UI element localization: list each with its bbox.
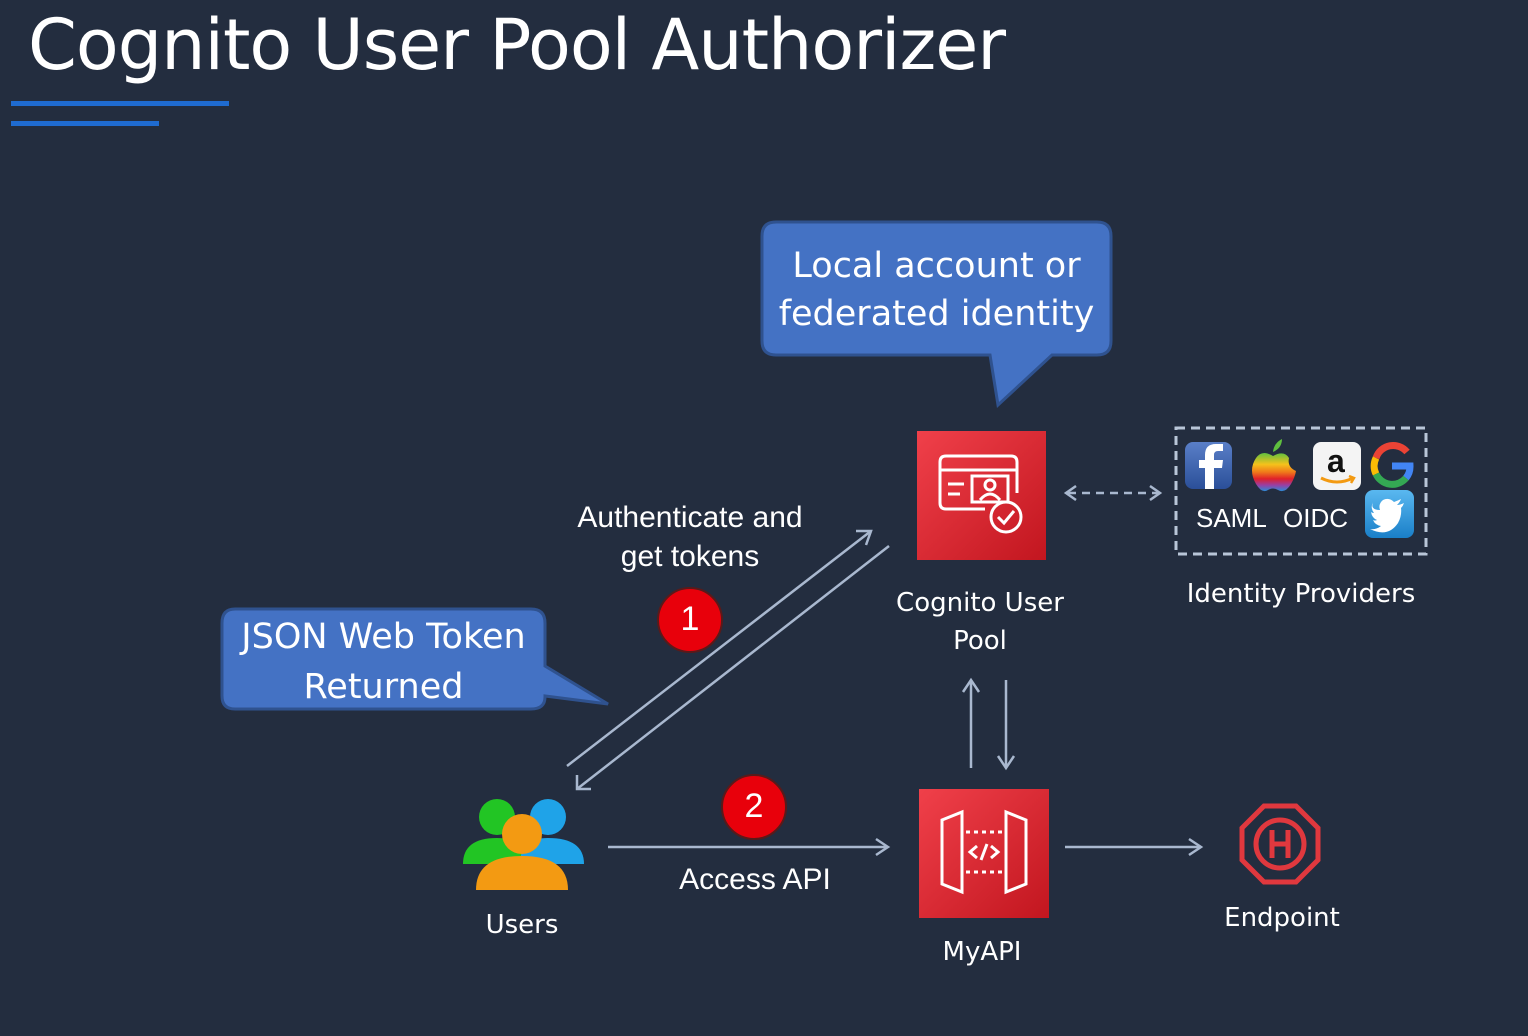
amazon-glyph: a	[1327, 443, 1345, 479]
page-title: Cognito User Pool Authorizer	[28, 4, 1006, 86]
amazon-icon	[1313, 442, 1361, 490]
oidc-label: OIDC	[1283, 503, 1348, 533]
access-api-label: Access API	[679, 863, 831, 896]
auth-arrow	[566, 530, 872, 767]
cognito-label-line-1: Cognito User	[896, 588, 1064, 618]
jwt-callout-line-2: Returned	[303, 667, 464, 707]
api-gateway-icon	[919, 789, 1049, 918]
users-label: Users	[485, 910, 559, 940]
idp-arrow-head-left	[1063, 484, 1077, 502]
endpoint-arrow-head	[1188, 837, 1204, 857]
cognito-label: Cognito User Pool	[870, 584, 1090, 660]
auth-arrow-head	[856, 529, 873, 546]
facebook-icon	[1185, 442, 1232, 489]
api-to-cognito-head	[961, 677, 981, 693]
step-1-label: 1	[680, 600, 700, 638]
step-2-badge	[721, 774, 787, 840]
endpoint-label: Endpoint	[1224, 903, 1340, 933]
users-icon	[463, 799, 584, 890]
saml-label: SAML	[1196, 503, 1267, 533]
identity-providers-label: Identity Providers	[1186, 579, 1416, 609]
title-underline-short	[11, 121, 159, 126]
title-underline	[11, 101, 229, 106]
authenticate-line-1: Authenticate and	[577, 501, 803, 534]
identity-providers-box	[1174, 426, 1428, 556]
jwt-callout	[220, 607, 609, 711]
twitter-icon	[1365, 490, 1414, 538]
token-arrow	[576, 545, 890, 790]
local-account-callout	[760, 220, 1113, 409]
token-arrow-head	[575, 775, 591, 791]
flow-arrows	[566, 484, 1204, 857]
access-api-head	[875, 837, 891, 857]
jwt-callout-line-1: JSON Web Token	[241, 617, 526, 657]
step-2-label: 2	[744, 787, 764, 825]
myapi-label: MyAPI	[942, 937, 1022, 967]
endpoint-icon	[1239, 803, 1321, 885]
local-account-callout-text: Local account or federated identity	[762, 242, 1111, 338]
cognito-to-api-head	[996, 755, 1016, 771]
jwt-callout-text: JSON Web Token Returned	[222, 612, 545, 712]
idp-arrow-head-right	[1149, 484, 1163, 502]
google-icon	[1370, 442, 1414, 488]
step-1-badge	[657, 587, 723, 653]
local-callout-line-2: federated identity	[778, 294, 1095, 334]
local-callout-line-1: Local account or	[792, 246, 1081, 286]
authenticate-label: Authenticate and get tokens	[560, 498, 820, 576]
authenticate-line-2: get tokens	[620, 540, 760, 573]
apple-icon	[1252, 439, 1296, 492]
cognito-user-pool-icon	[917, 431, 1046, 560]
cognito-label-line-2: Pool	[953, 626, 1007, 656]
